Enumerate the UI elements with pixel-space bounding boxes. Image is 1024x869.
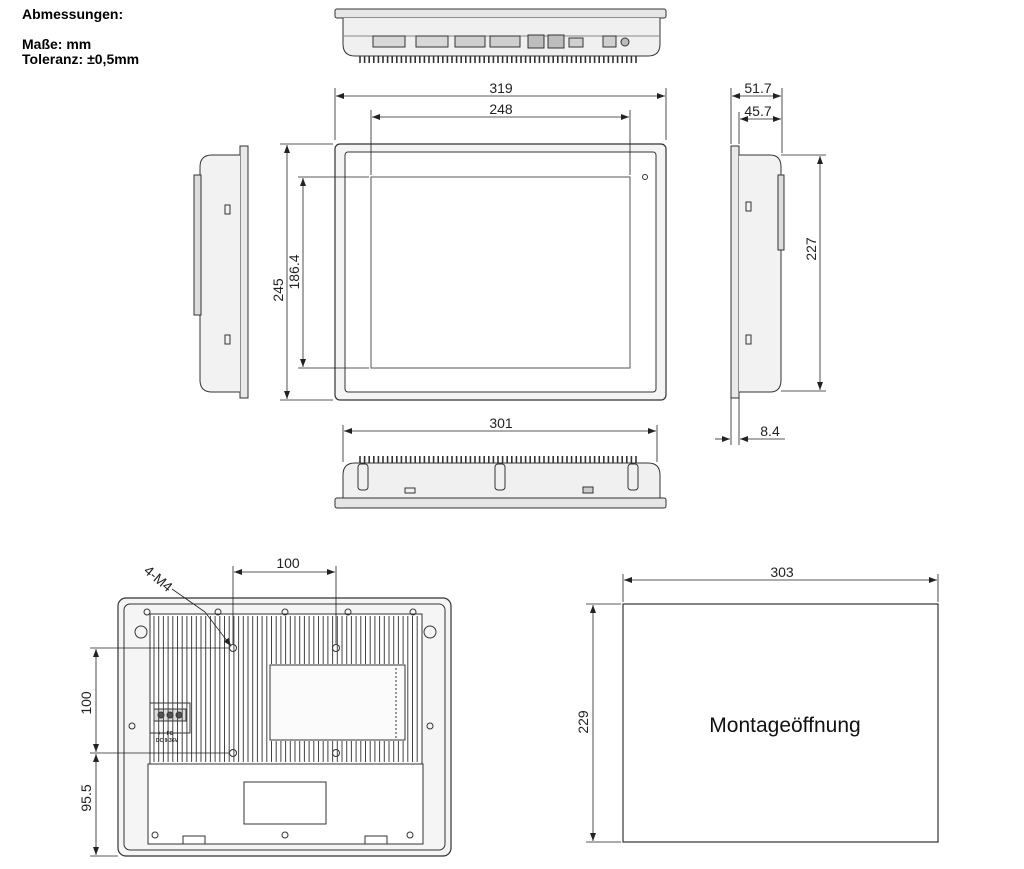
bottom-view-fins	[359, 456, 637, 463]
dim-bottom-width: 301	[489, 415, 513, 431]
right-side-view	[730, 145, 785, 399]
notes-units: Maße: mm	[22, 36, 92, 52]
notes-tolerance: Toleranz: ±0,5mm	[22, 51, 140, 67]
dim-bezel: 8.4	[760, 423, 780, 439]
dim-cutout-width: 303	[770, 564, 794, 580]
dim-front-width: 319	[489, 80, 513, 96]
dim-side-depth: 51.7	[744, 80, 771, 96]
bottom-view	[334, 462, 667, 509]
screw-label: 4-M4	[141, 562, 176, 595]
notes-heading: Abmessungen:	[22, 6, 124, 22]
dim-rear-offset-v: 95.5	[78, 784, 94, 811]
dim-cutout-height: 229	[575, 710, 591, 734]
dim-side-depth-inner: 45.7	[744, 103, 771, 119]
dimension-lines	[90, 88, 939, 857]
status-led-icon	[642, 174, 648, 180]
dim-screen-height: 186.4	[286, 254, 302, 289]
dim-rear-spacing-h: 100	[276, 555, 300, 571]
dim-rear-spacing-v: 100	[78, 691, 94, 715]
power-voltage-label: DC 9-36V	[156, 738, 179, 744]
dim-side-height: 227	[803, 237, 819, 261]
dim-front-height: 245	[270, 278, 286, 302]
top-view-fins	[359, 56, 637, 63]
front-view	[334, 143, 667, 401]
dim-screen-width: 248	[489, 101, 513, 117]
power-polarity-label: + − FG	[158, 731, 174, 737]
rear-view-fins	[153, 616, 418, 762]
cutout-label: Montageöffnung	[709, 714, 860, 737]
dimension-notes: Abmessungen: Maße: mm Toleranz: ±0,5mm	[22, 7, 139, 67]
top-view	[334, 8, 667, 57]
mounting-cutout	[622, 603, 939, 843]
left-side-view	[193, 145, 249, 399]
